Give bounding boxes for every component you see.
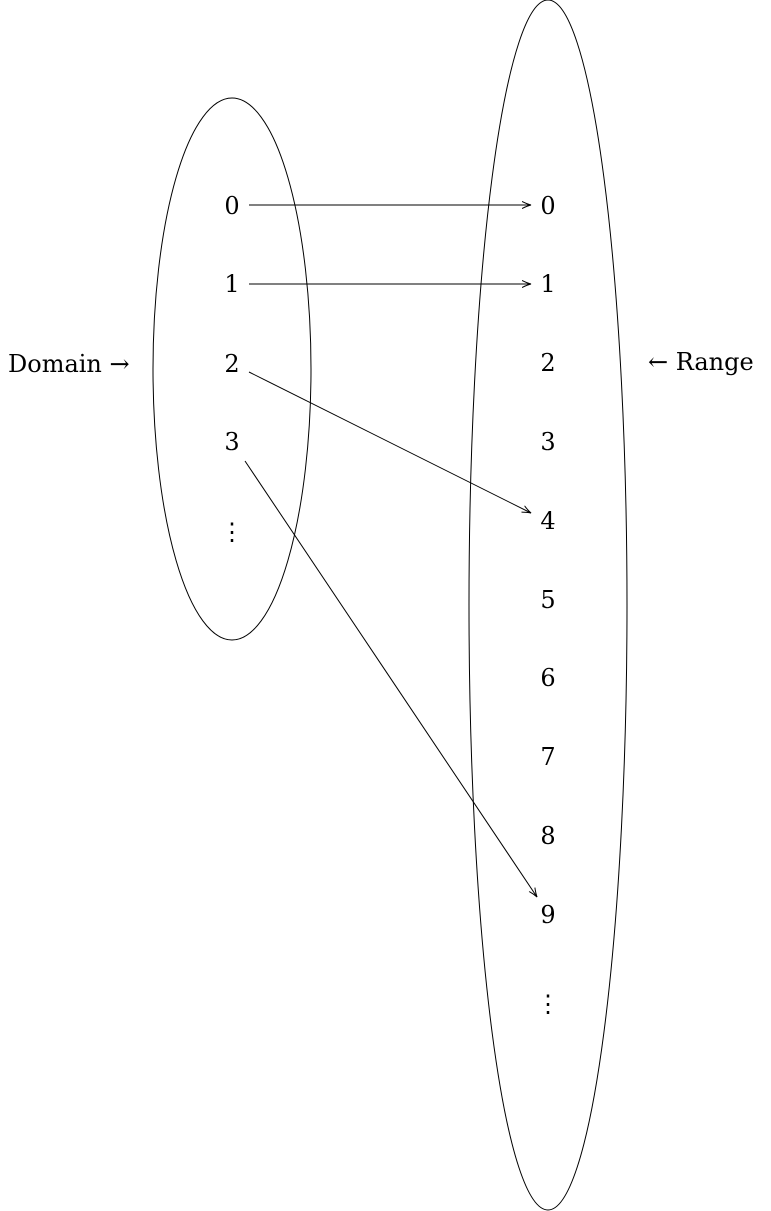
range-label: ← Range (648, 348, 754, 376)
range-element: 5 (540, 586, 555, 614)
range-element: 1 (540, 270, 555, 298)
mapping-arrow-3-to-9 (244, 460, 537, 897)
range-ellipsis: ⋮ (536, 990, 560, 1018)
range-element: 8 (540, 822, 555, 850)
domain-element: 2 (224, 350, 239, 378)
range-set-ellipse (468, 0, 628, 1211)
mapping-arrow-2-to-4 (248, 371, 531, 513)
range-element: 2 (540, 349, 555, 377)
range-element: 6 (540, 664, 555, 692)
domain-label: Domain → (8, 350, 130, 378)
domain-element: 3 (224, 428, 239, 456)
domain-element: 0 (224, 192, 239, 220)
domain-ellipsis: ⋮ (220, 518, 244, 546)
range-element: 9 (540, 901, 555, 929)
range-element: 0 (540, 192, 555, 220)
range-element: 4 (540, 507, 555, 535)
range-element: 7 (540, 743, 555, 771)
domain-set-ellipse (152, 97, 312, 641)
range-element: 3 (540, 428, 555, 456)
domain-element: 1 (224, 270, 239, 298)
